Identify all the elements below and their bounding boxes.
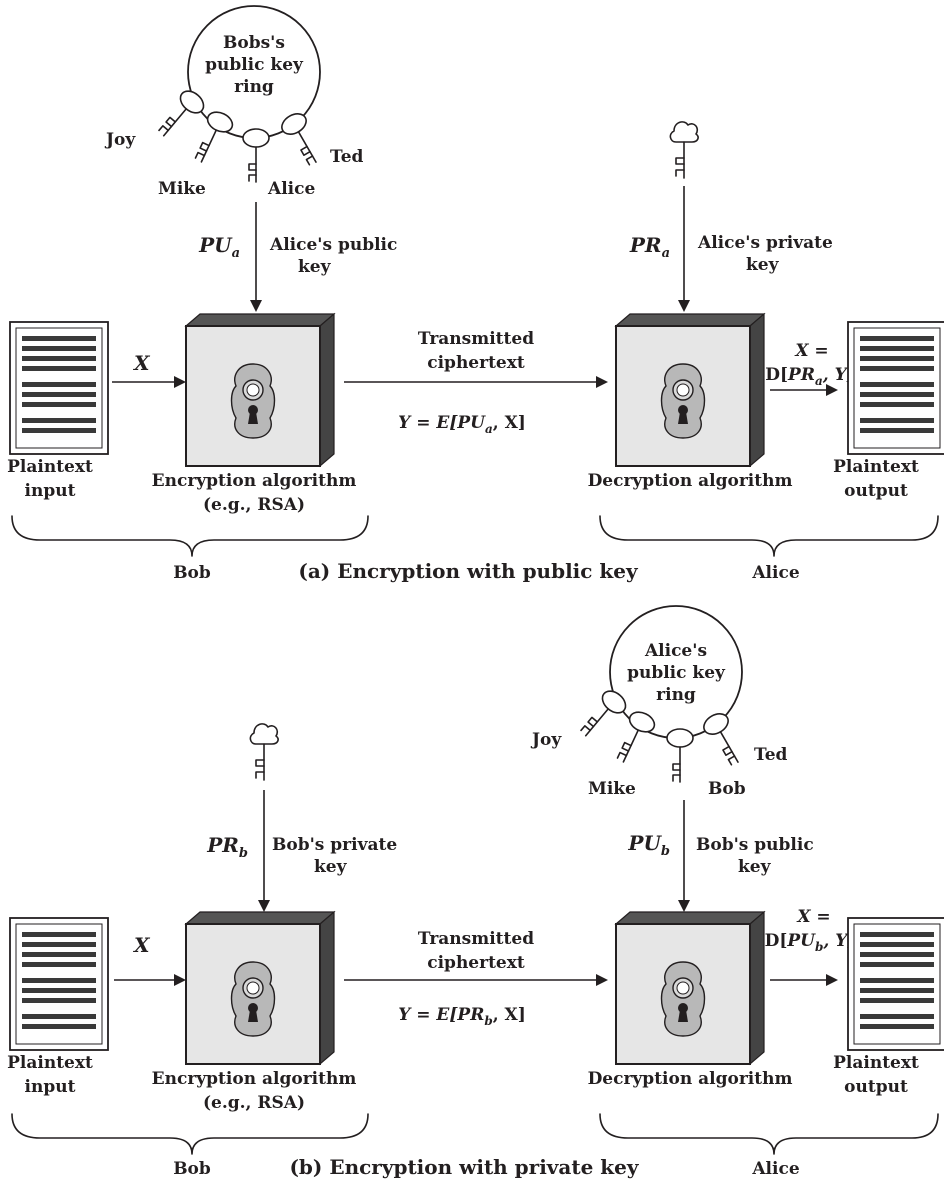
enc-key-desc-b-1: Bob's private (272, 835, 397, 855)
ring-label-bob-b: Bob (708, 779, 746, 799)
enc-key-desc-b-2: key (314, 857, 348, 877)
brace-bob-b (11, 1113, 369, 1155)
ring-label-ted: Ted (330, 147, 364, 167)
plaintext-input-label-2: input (25, 481, 76, 501)
output-formula-b-2: D[PUb, Y] (765, 931, 856, 954)
dec-key-desc-b-2: key (738, 857, 772, 877)
ring-key-ted-b-icon (699, 708, 751, 770)
ring-key-mike-icon (188, 107, 237, 169)
plaintext-output-document-icon-b (847, 917, 944, 1051)
ring-label-joy: Joy (104, 130, 136, 150)
left-party-label-b: Bob (173, 1159, 211, 1179)
ring-key-bob-b-icon (666, 728, 694, 783)
plaintext-output-document-icon (847, 321, 944, 455)
enc-key-desc-1: Alice's public (269, 235, 397, 255)
encryption-algorithm-box-b (185, 911, 335, 1065)
enc-key-symbol-b: PRb (206, 833, 248, 861)
ring-label-ted-b: Ted (754, 745, 788, 765)
transmitted-label-b-1: Transmitted (418, 929, 534, 949)
cipher-formula: Y = E[PUa, X] (398, 413, 526, 436)
plaintext-input-label-b-1: Plaintext (7, 1053, 93, 1073)
enc-key-desc-2: key (298, 257, 332, 277)
brace-bob (11, 515, 369, 557)
plaintext-output-label-b-2: output (844, 1077, 908, 1097)
panel-a-caption: (a) Encryption with public key (298, 559, 639, 583)
dec-key-symbol-b: PUb (627, 831, 670, 859)
decryption-algorithm-box (615, 313, 765, 467)
output-formula-b-1: X = (796, 907, 830, 927)
panel-b-caption: (b) Encryption with private key (289, 1155, 639, 1179)
plaintext-output-label-b-1: Plaintext (833, 1053, 919, 1073)
brace-alice (599, 515, 939, 557)
decryption-algorithm-box-b (615, 911, 765, 1065)
svg-text:Alice's: Alice's (644, 641, 707, 661)
ring-key-mike-b-icon (610, 707, 659, 769)
svg-text:ring: ring (234, 77, 274, 97)
input-symbol-b: X (132, 933, 151, 957)
bob-public-key-ring: Bobs's public key ring Joy Mike Alice Te… (104, 5, 364, 199)
plaintext-input-document-icon-b (9, 917, 109, 1051)
alice-public-key-ring: Alice's public key ring Joy Mike Bob Ted (530, 605, 788, 799)
transmitted-label-2: ciphertext (427, 353, 525, 373)
output-formula-2: D[PRa, Y] (765, 365, 855, 388)
svg-text:Bobs's: Bobs's (223, 33, 285, 53)
cipher-formula-b: Y = E[PRb, X] (398, 1005, 526, 1028)
ring-label-mike: Mike (158, 179, 206, 199)
plaintext-input-label-1: Plaintext (7, 457, 93, 477)
dec-key-desc-1: Alice's private (697, 233, 833, 253)
panel-b: PRb Bob's private key Alice's public key… (7, 605, 944, 1179)
encryption-algorithm-box (185, 313, 335, 467)
dec-key-symbol: PRa (629, 233, 670, 261)
plaintext-input-label-b-2: input (25, 1077, 76, 1097)
enc-algo-label-b-2: (e.g., RSA) (203, 1093, 305, 1113)
ring-key-ted-icon (277, 108, 329, 170)
panel-a: Bobs's public key ring Joy Mike Alice Te… (7, 5, 944, 583)
enc-algo-label-1: Encryption algorithm (152, 471, 357, 491)
dec-algo-label: Decryption algorithm (588, 471, 793, 491)
bob-private-key-icon (249, 723, 279, 781)
svg-text:public key: public key (627, 663, 726, 683)
left-party-label: Bob (173, 563, 211, 583)
input-symbol: X (132, 351, 151, 375)
plaintext-output-label-1: Plaintext (833, 457, 919, 477)
enc-algo-label-b-1: Encryption algorithm (152, 1069, 357, 1089)
brace-alice-b (599, 1113, 939, 1155)
dec-key-desc-2: key (746, 255, 780, 275)
svg-text:ring: ring (656, 685, 696, 705)
plaintext-input-document-icon (9, 321, 109, 455)
enc-algo-label-2: (e.g., RSA) (203, 495, 305, 515)
ring-label-mike-b: Mike (588, 779, 636, 799)
ring-label-joy-b: Joy (530, 730, 562, 750)
enc-key-symbol: PUa (198, 233, 240, 261)
dec-algo-label-b: Decryption algorithm (588, 1069, 793, 1089)
dec-key-desc-b-1: Bob's public (696, 835, 814, 855)
transmitted-label-b-2: ciphertext (427, 953, 525, 973)
transmitted-label-1: Transmitted (418, 329, 534, 349)
ring-label-alice: Alice (267, 179, 315, 199)
plaintext-output-label-2: output (844, 481, 908, 501)
alice-private-key-icon (669, 121, 699, 179)
output-formula-1: X = (794, 341, 828, 361)
svg-text:public key: public key (205, 55, 304, 75)
right-party-label: Alice (751, 563, 799, 583)
ring-key-alice-icon (242, 128, 270, 183)
right-party-label-b: Alice (751, 1159, 799, 1179)
